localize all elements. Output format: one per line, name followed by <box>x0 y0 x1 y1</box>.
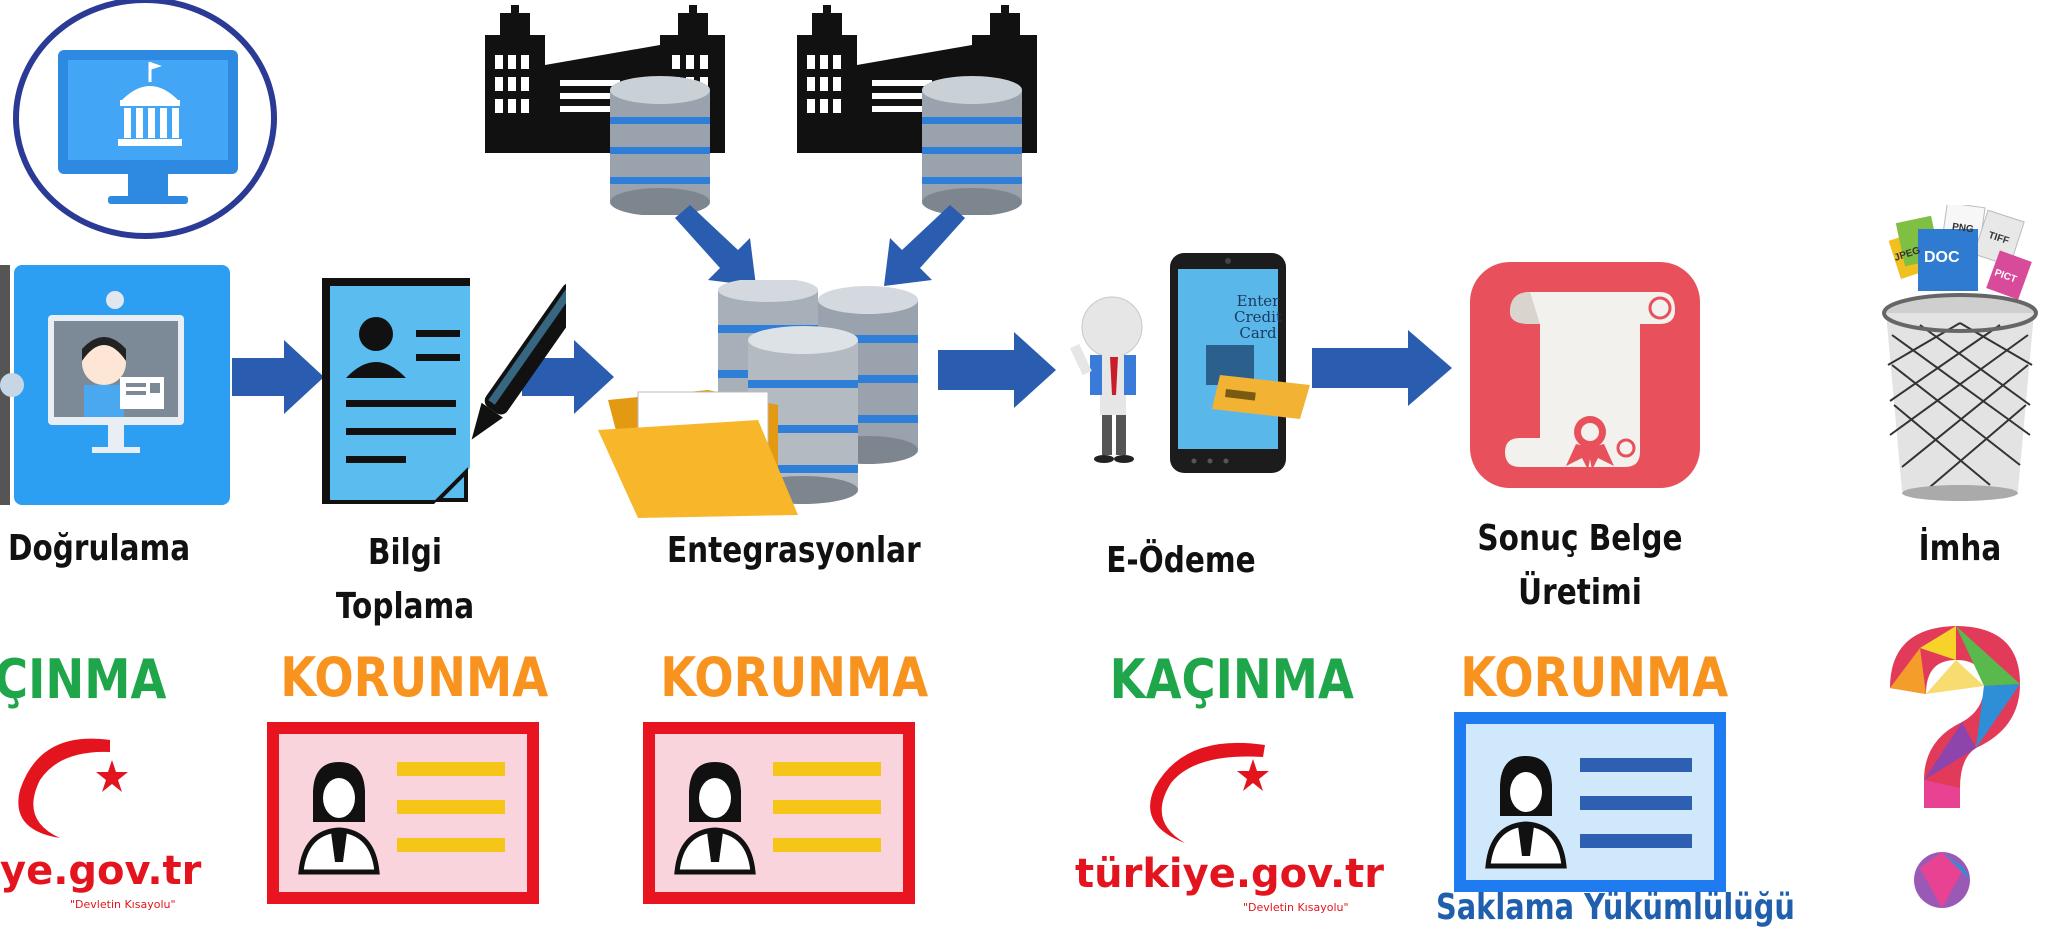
step-label-sonuc-belge: Sonuç Belge Üretimi <box>1473 512 1686 620</box>
step-label-line: Bilgi <box>367 532 442 573</box>
trash-bin-icon: JPEG PNG TIFF DOC PICT <box>1880 205 2040 505</box>
arrow-down-right-icon <box>670 200 770 290</box>
egov-monitor-icon <box>10 0 280 240</box>
id-card-icon <box>643 722 915 904</box>
arrow-right-icon <box>232 340 324 414</box>
certificate-scroll-icon <box>1470 262 1700 488</box>
question-mark-icon <box>1880 618 2030 918</box>
status-kacinma: KAÇINMA <box>1109 648 1354 711</box>
id-card-blue-icon <box>1454 712 1726 892</box>
status-korunma: KORUNMA <box>280 646 549 709</box>
database-folder-icon <box>598 280 928 520</box>
turkiye-gov-logo: ye.gov.tr "Devletin Kısayolu" <box>0 720 201 911</box>
turkiye-gov-logo: türkiye.gov.tr "Devletin Kısayolu" <box>1075 725 1384 915</box>
step-label-dogrulama: Doğrulama <box>8 528 191 569</box>
status-korunma: KORUNMA <box>660 646 929 709</box>
epayment-phone-icon: Enter Credit Card <box>1060 245 1330 520</box>
arrow-right-icon <box>1312 330 1452 406</box>
logo-slogan: "Devletin Kısayolu" <box>1243 901 1349 914</box>
saklama-label: Saklama Yükümlülüğü <box>1436 887 1795 928</box>
form-pen-icon <box>316 268 566 508</box>
logo-text: ye.gov.tr <box>0 848 202 894</box>
institution-database-icon <box>480 5 730 215</box>
identity-verification-icon <box>0 265 230 505</box>
status-korunma: KORUNMA <box>1460 646 1729 709</box>
step-label-entegrasyonlar: Entegrasyonlar <box>667 530 921 571</box>
step-label-line: Sonuç Belge <box>1477 518 1683 559</box>
arrow-right-icon <box>522 340 614 414</box>
status-kacinma-partial: ÇINMA <box>0 648 167 711</box>
logo-text: türkiye.gov.tr <box>1075 851 1385 897</box>
file-tag: DOC <box>1924 249 1960 266</box>
phone-screen-text: Enter Credit Card <box>1234 292 1282 342</box>
id-card-icon <box>267 722 539 904</box>
arrow-right-icon <box>938 332 1056 408</box>
arrow-down-left-icon <box>870 200 970 290</box>
step-label-line: Üretimi <box>1518 572 1642 613</box>
institution-database-icon <box>792 5 1042 215</box>
step-label-line: Toplama <box>335 586 475 627</box>
logo-slogan: "Devletin Kısayolu" <box>70 898 176 911</box>
step-label-eodeme: E-Ödeme <box>1106 540 1256 581</box>
step-label-imha: İmha <box>1918 528 2002 569</box>
step-label-bilgi-toplama: Bilgi Toplama <box>331 526 479 634</box>
